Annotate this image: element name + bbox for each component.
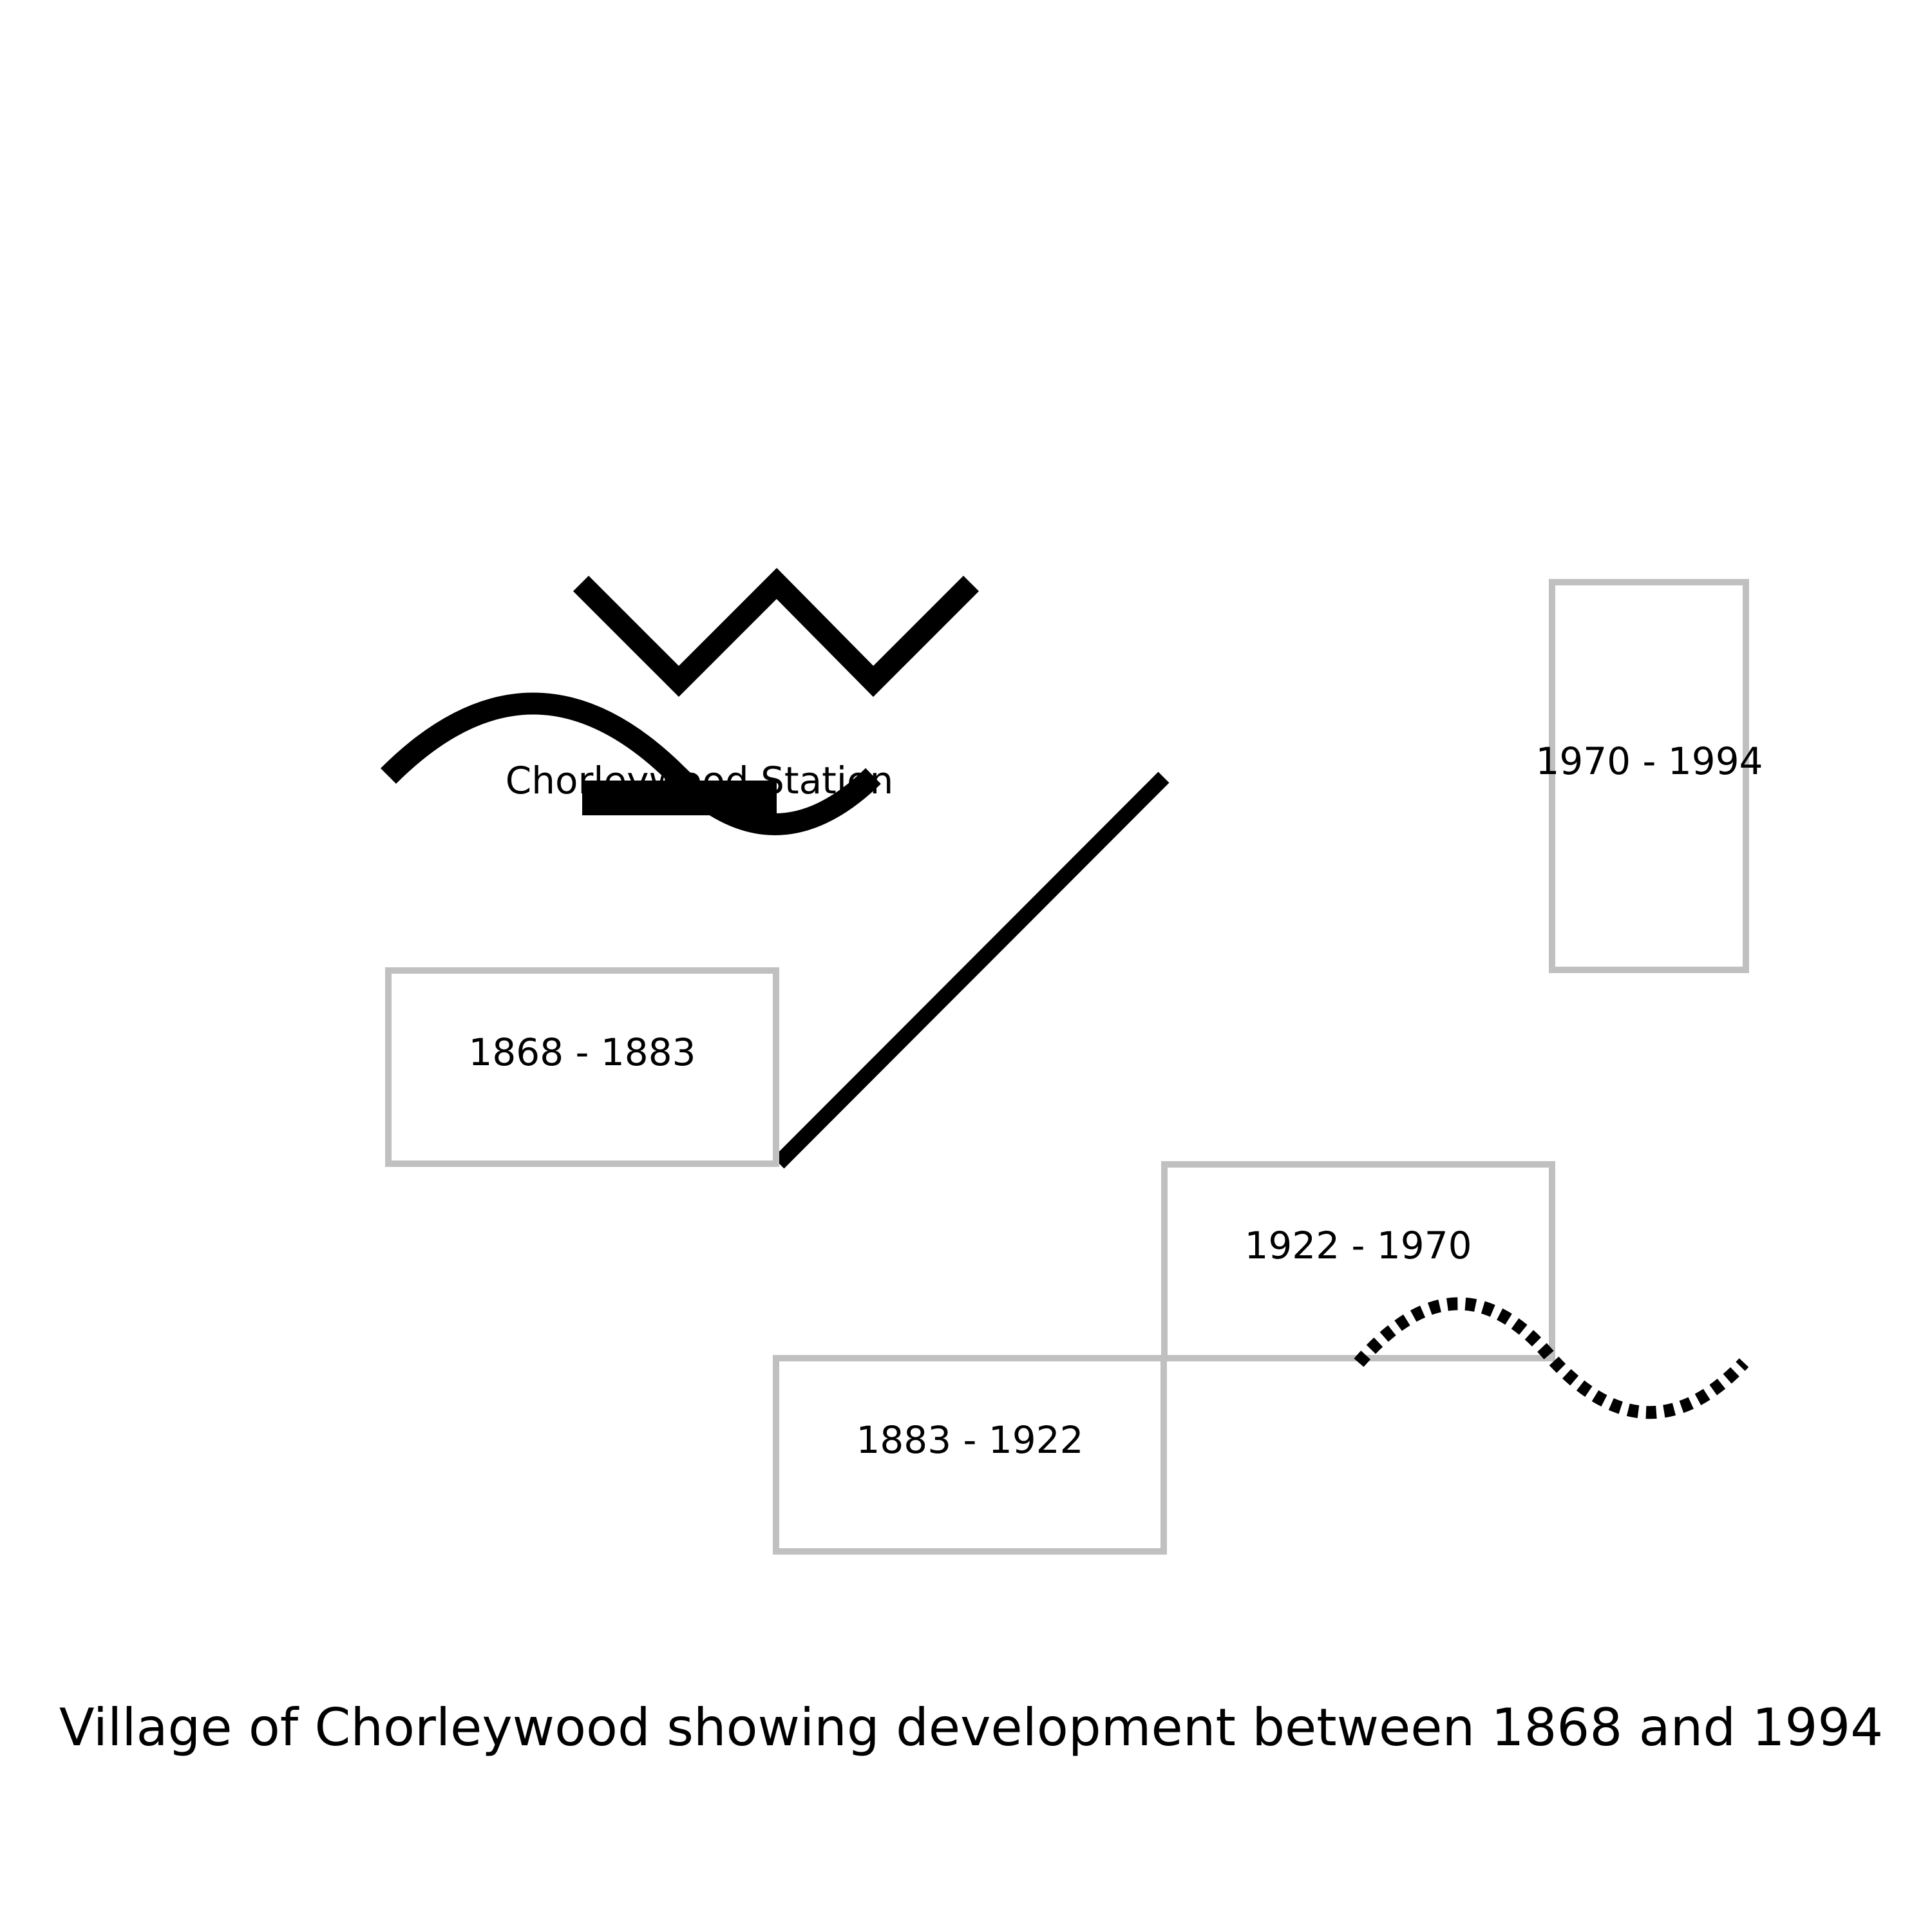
period-box-1970-1994 — [1549, 579, 1749, 973]
period-label-1883-1922: 1883 - 1922 — [856, 1418, 1083, 1462]
period-label-1868-1883: 1868 - 1883 — [468, 1030, 696, 1074]
dotted-wave-line-icon — [1354, 1297, 1749, 1419]
station-label: Chorleywood Station — [506, 759, 894, 802]
wave-line-icon — [380, 692, 881, 835]
zigzag-line-icon — [573, 567, 980, 697]
period-box-1868-1883 — [385, 967, 779, 1167]
diagonal-line-icon — [773, 772, 1170, 1169]
period-box-1883-1922 — [773, 1355, 1167, 1555]
diagram-caption: Village of Chorleywood showing developme… — [59, 1698, 1883, 1757]
period-label-1970-1994: 1970 - 1994 — [1535, 739, 1763, 783]
station-bar-icon — [582, 781, 777, 815]
period-label-1922-1970: 1922 - 1970 — [1244, 1224, 1472, 1267]
